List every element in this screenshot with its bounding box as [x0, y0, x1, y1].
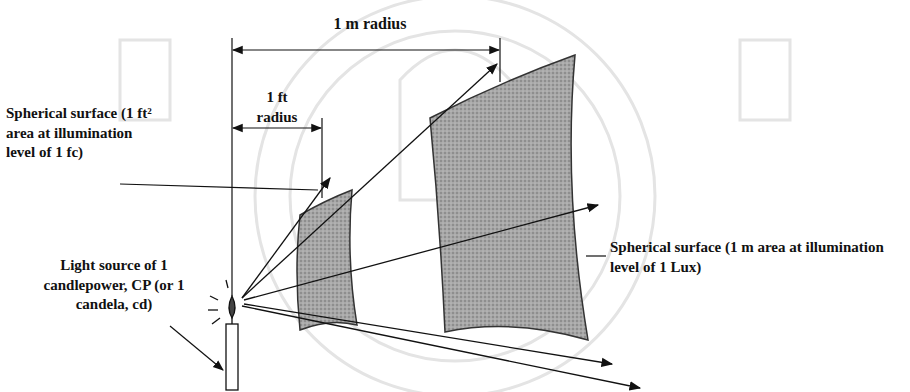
light-rays	[242, 64, 640, 388]
callout-label: Spherical surface (1 ft² area at illumin…	[6, 104, 156, 163]
candle	[208, 280, 238, 390]
callout-label: Light source of 1 candlepower, CP (or 1 …	[24, 256, 204, 315]
leader-lines	[120, 184, 606, 370]
large-spherical-surface	[430, 55, 588, 340]
dimension-label: 1 m radius	[300, 14, 440, 35]
callout-label: Spherical surface (1 m area at illuminat…	[610, 238, 902, 277]
watermark-seal	[120, 0, 790, 392]
dimension-label: 1 ft radius	[252, 88, 302, 127]
